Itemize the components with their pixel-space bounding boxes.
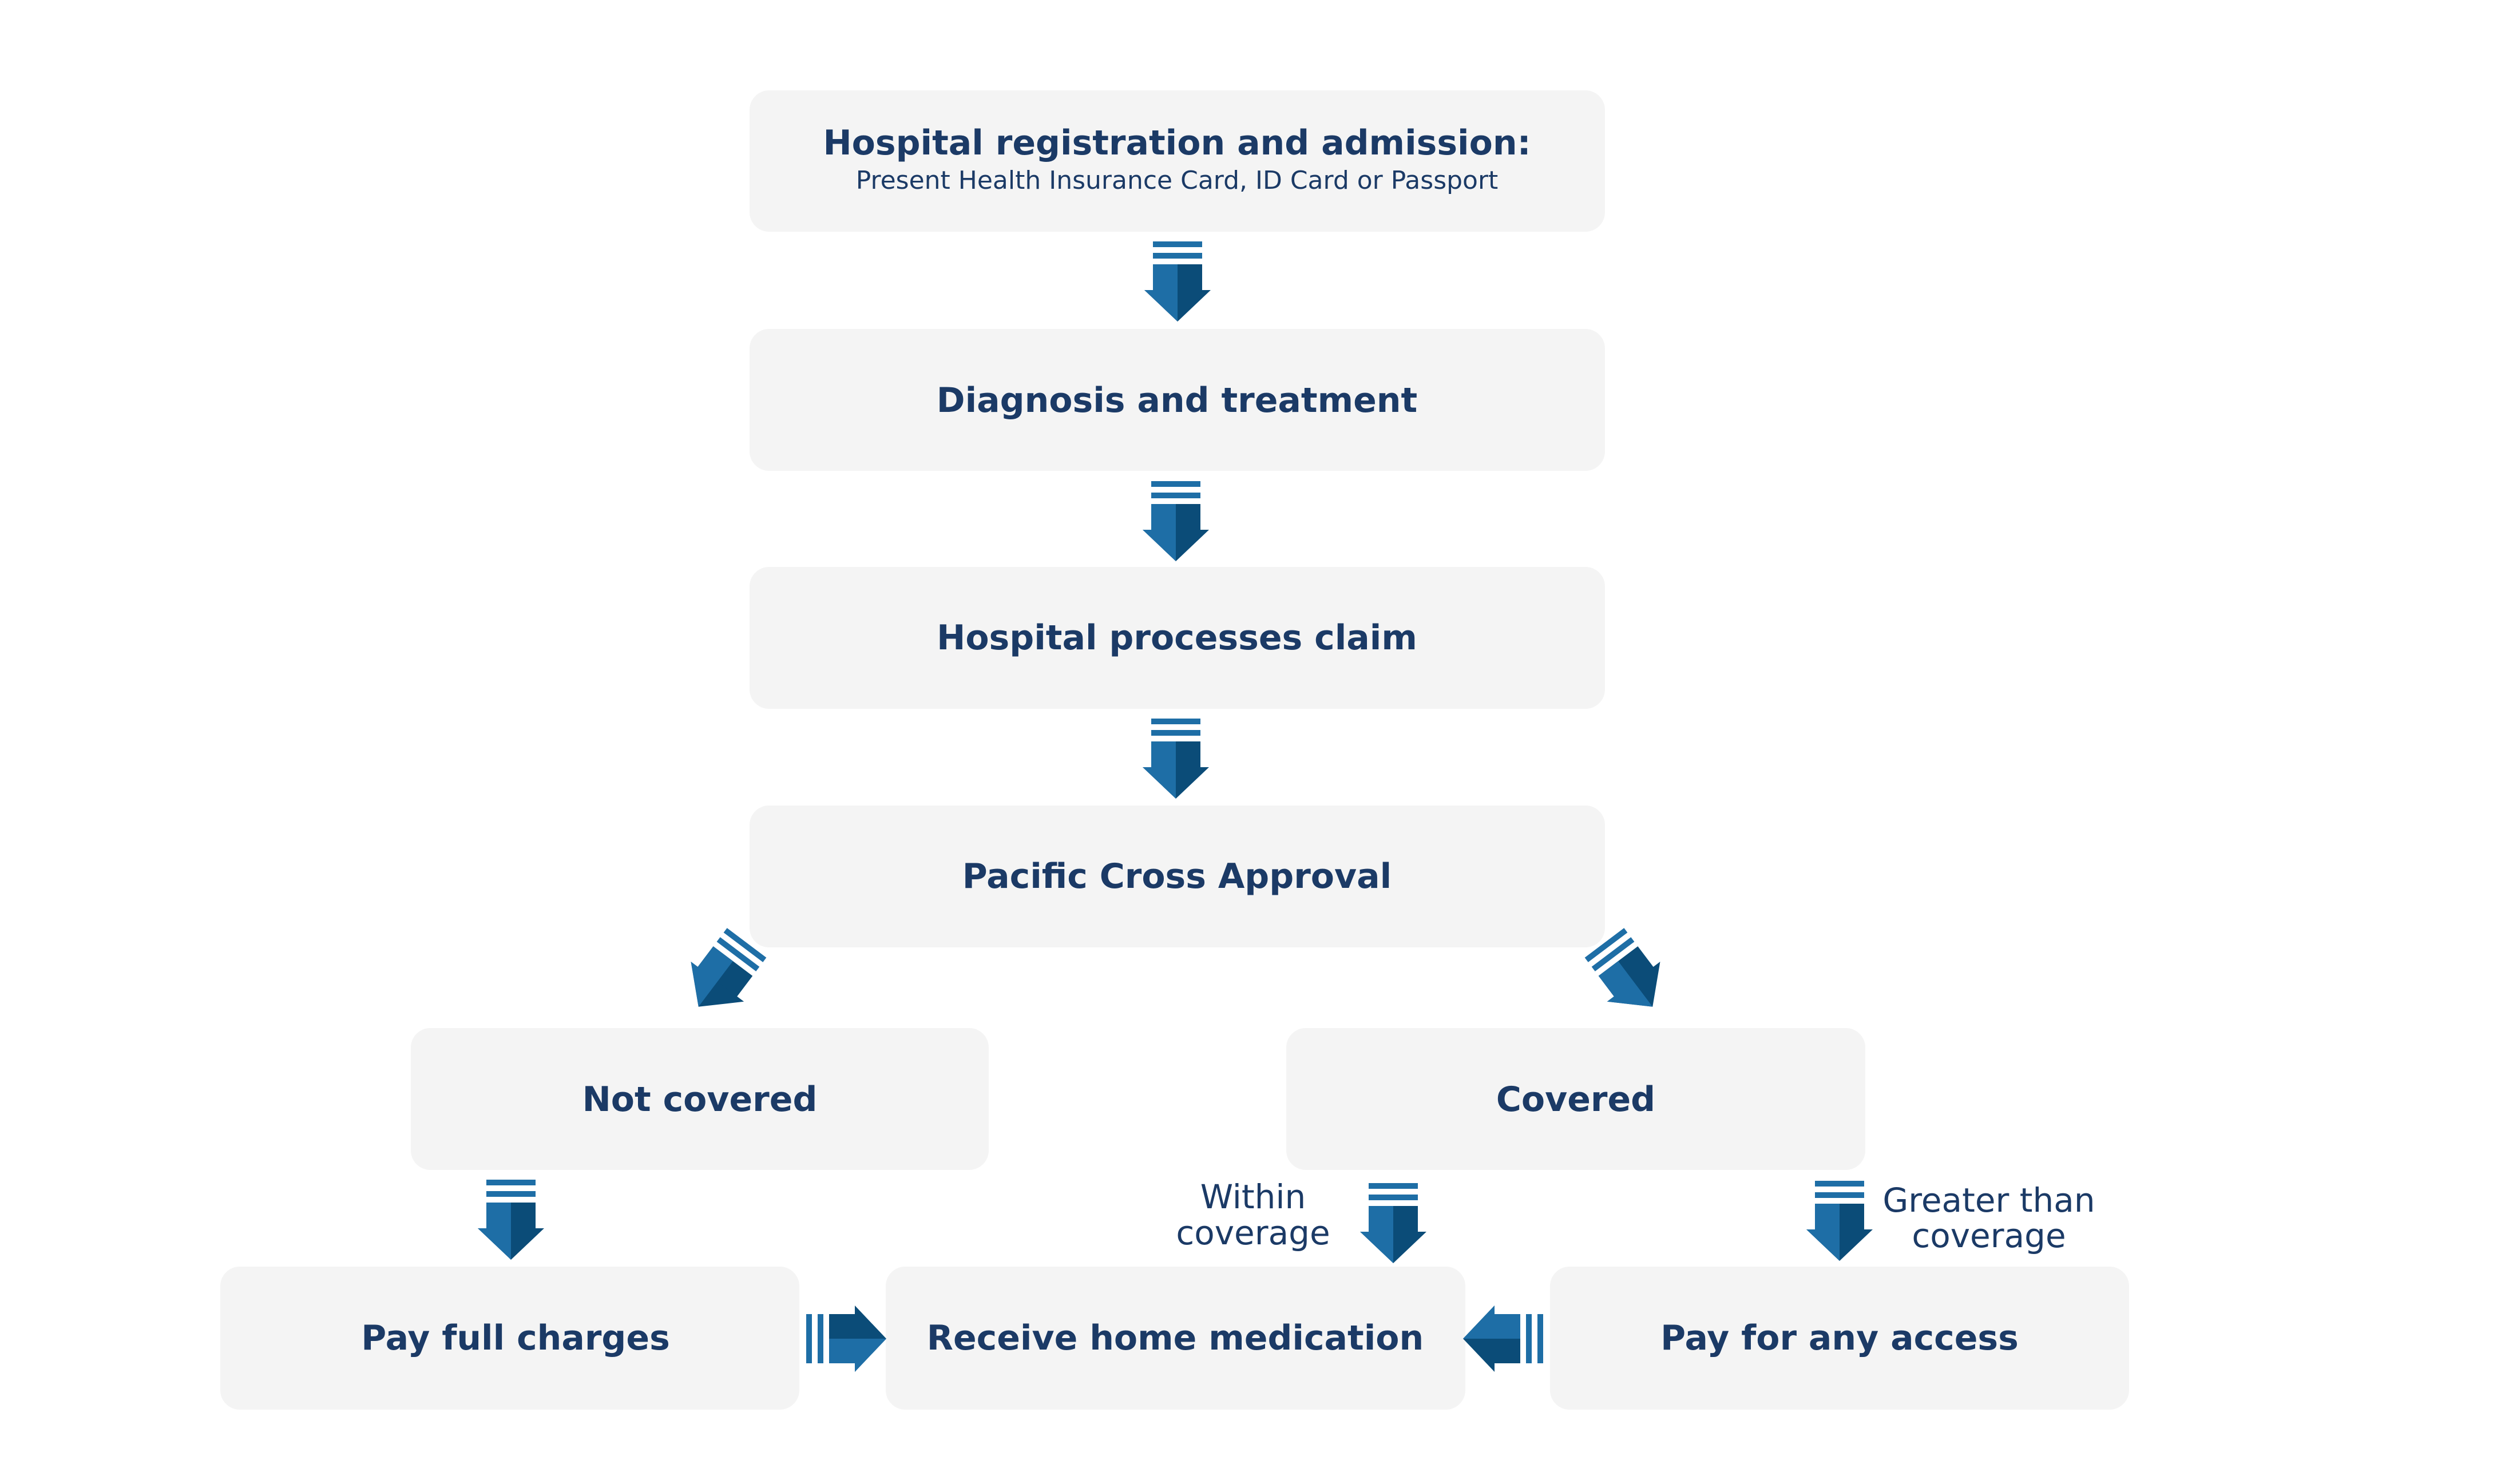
edge-label-greater-line2: coverage [1912,1216,2066,1255]
node-pay-access-title: Pay for any access [1660,1318,2019,1358]
node-approval: Pacific Cross Approval [750,806,1605,947]
node-not-covered-title: Not covered [582,1080,818,1120]
node-claim-title: Hospital processes claim [937,618,1417,658]
arrow-registration-to-diagnosis [1144,241,1211,322]
node-registration: Hospital registration and admission: Pre… [750,90,1605,232]
edge-label-within-line2: coverage [1176,1213,1330,1252]
edge-label-within-line1: Within [1200,1177,1306,1216]
node-home-medication: Receive home medication [886,1267,1465,1410]
arrow-covered-to-home-medication [1360,1183,1426,1263]
node-not-covered: Not covered [411,1028,989,1170]
node-registration-subtitle: Present Health Insurance Card, ID Card o… [856,166,1499,195]
edge-label-greater-line1: Greater than [1882,1181,2095,1220]
node-covered: Covered [1286,1028,1865,1170]
node-covered-title: Covered [1496,1080,1655,1120]
arrow-claim-to-approval [1143,719,1209,799]
node-pay-full: Pay full charges [220,1267,799,1410]
arrow-diagnosis-to-claim [1143,481,1209,561]
node-pay-full-title: Pay full charges [361,1318,670,1358]
node-diagnosis: Diagnosis and treatment [750,329,1605,471]
edge-label-within-coverage: Within coverage [1176,1177,1330,1252]
arrow-covered-to-pay-access [1806,1181,1873,1261]
node-registration-title: Hospital registration and admission: [823,123,1531,163]
edge-label-greater-than-coverage: Greater than coverage [1882,1181,2095,1255]
arrow-pay-full-to-home-medication [806,1306,886,1372]
node-approval-title: Pacific Cross Approval [962,856,1392,896]
node-diagnosis-title: Diagnosis and treatment [937,380,1417,420]
arrow-pay-access-to-home-medication [1463,1306,1543,1372]
arrow-not-covered-to-pay-full [478,1180,544,1260]
node-home-medication-title: Receive home medication [927,1318,1424,1358]
node-claim: Hospital processes claim [750,567,1605,709]
node-pay-access: Pay for any access [1550,1267,2129,1410]
